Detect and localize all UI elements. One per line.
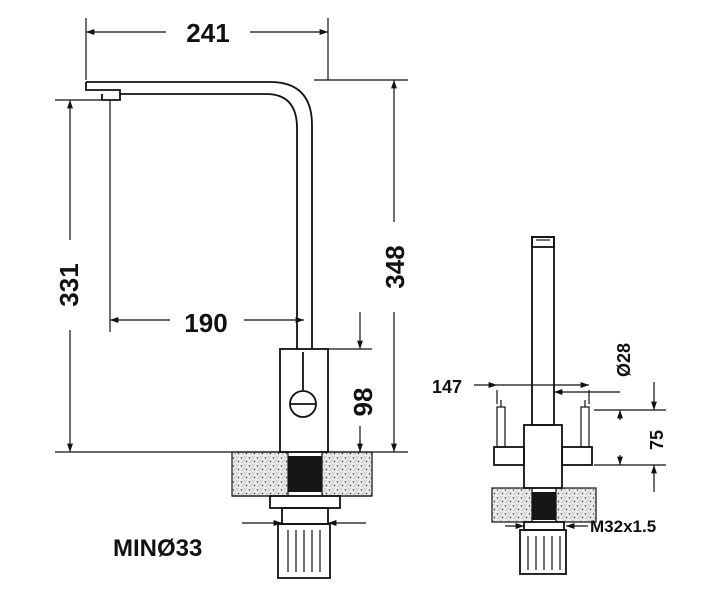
- dim-body-height: 98: [348, 388, 378, 417]
- countertop-left: [231, 451, 289, 497]
- dim-width-total: 241: [186, 18, 229, 48]
- front-handle-left: [493, 446, 525, 466]
- mount-shank: [277, 523, 331, 579]
- dim-mounting-hole: MINØ33: [113, 535, 202, 562]
- front-mount-shank: [519, 529, 567, 575]
- dim-thread: M32x1.5: [590, 517, 656, 536]
- dim-reach: 190: [184, 308, 227, 338]
- dim-body-diameter: Ø28: [614, 343, 634, 377]
- front-faucet-body: [523, 424, 563, 489]
- mount-washer: [281, 507, 329, 525]
- gasket-block: [288, 456, 322, 492]
- dim-handle-span: 147: [432, 377, 462, 397]
- faucet-body: [279, 348, 329, 453]
- dim-spout-height: 331: [54, 263, 84, 306]
- front-gasket-block: [532, 492, 556, 520]
- side-view: 241 331 348 190 98 MINØ33: [54, 18, 410, 579]
- front-spout-tube: [531, 236, 555, 426]
- spout-tip: [85, 82, 121, 101]
- spout-tube-inner: [120, 93, 298, 349]
- dim-handle-height: 75: [647, 430, 667, 450]
- front-countertop-left: [491, 487, 533, 523]
- spout-tube-outer: [86, 81, 313, 349]
- dim-total-height: 348: [380, 245, 410, 288]
- mount-nut: [269, 495, 341, 509]
- countertop-right: [321, 451, 373, 497]
- front-handle-right: [561, 446, 593, 466]
- front-view: 147 Ø28 75 M32x1.5: [432, 236, 667, 575]
